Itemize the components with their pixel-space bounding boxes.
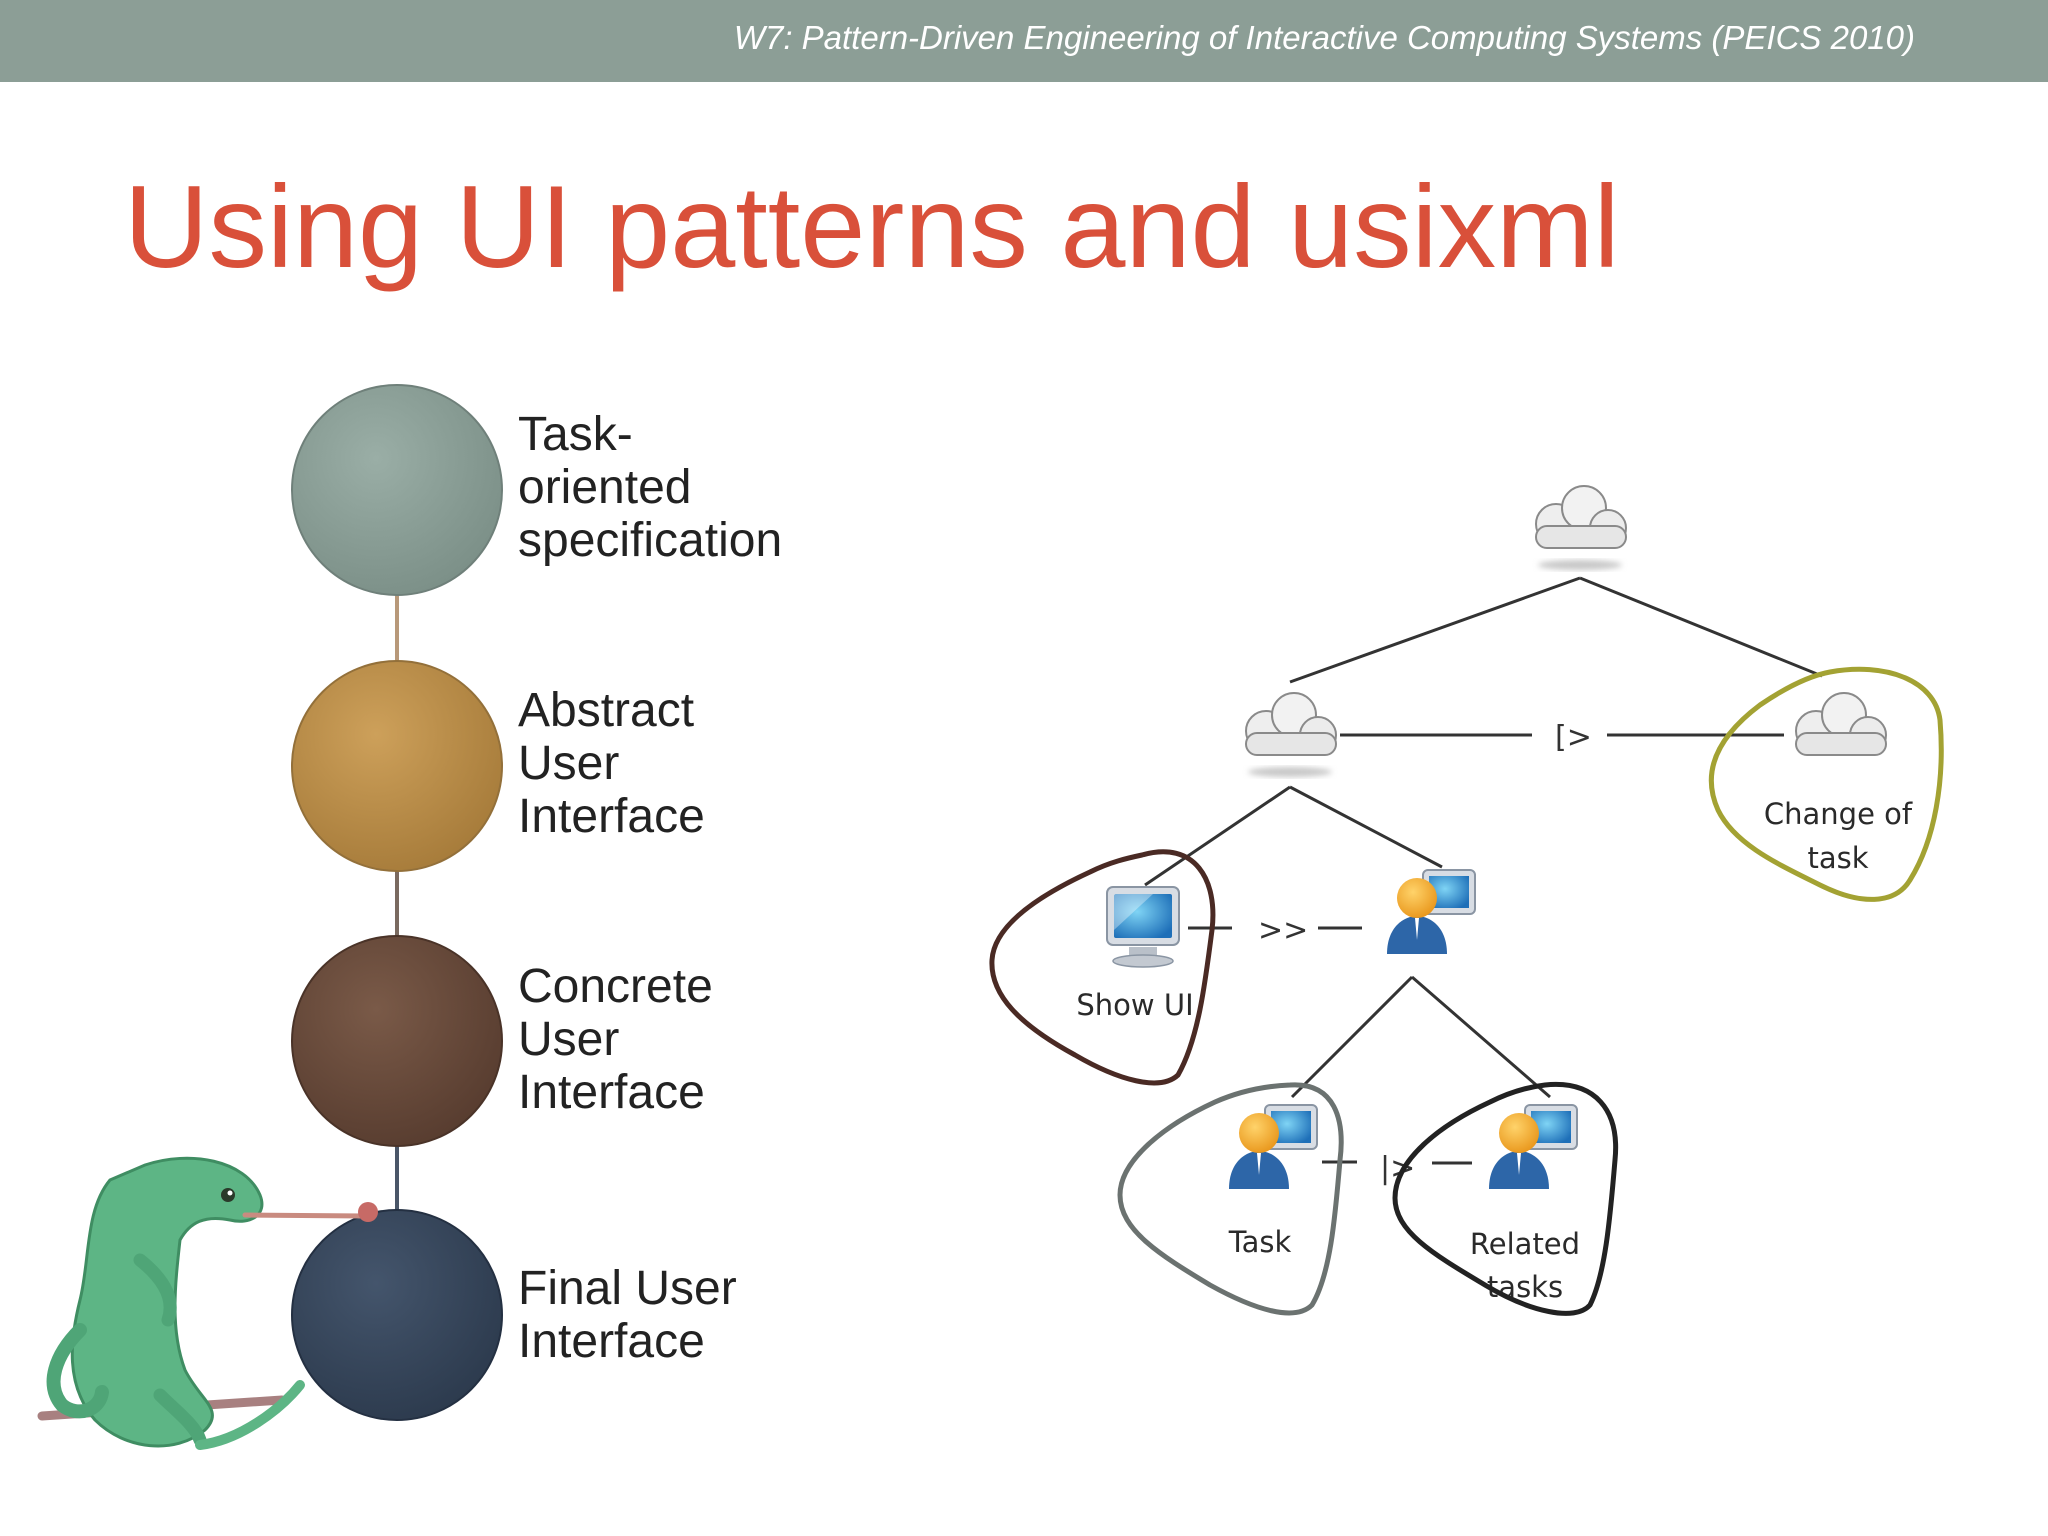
node-label-show-ui: Show UI	[1076, 988, 1193, 1022]
stage-circle-abstract	[291, 660, 503, 872]
stage-circle-task	[291, 384, 503, 596]
header-bar: W7: Pattern-Driven Engineering of Intera…	[0, 0, 2048, 82]
slide-title: Using UI patterns and usixml	[124, 161, 1620, 292]
tree-edge	[1411, 975, 1551, 1099]
stage-label-line: Abstract	[518, 684, 695, 737]
tree-edge	[1289, 785, 1443, 869]
cloud-icon	[1795, 692, 1887, 756]
tree-edge	[1579, 576, 1823, 678]
tree-edge	[1144, 785, 1291, 887]
tree-edge	[1290, 975, 1414, 1099]
user-computer-icon	[1229, 1104, 1318, 1189]
stage-label-line: User	[518, 1013, 620, 1066]
node-label-task: Task	[1228, 1225, 1292, 1259]
node-label-related-tasks-2: tasks	[1487, 1270, 1563, 1304]
computer-monitor-icon	[1106, 886, 1180, 968]
highlight-show-ui	[989, 849, 1216, 1086]
highlight-task	[1117, 1082, 1344, 1316]
cloud-icon	[1245, 692, 1337, 777]
node-label-change-of-task-1: Change of	[1764, 797, 1913, 831]
stage-label-line: Final User	[518, 1262, 737, 1315]
cloud-icon	[1535, 485, 1627, 570]
stage-label-abstract: Abstract User Interface	[518, 684, 705, 843]
operator-disabling: [>	[1555, 720, 1592, 755]
operator-enabling: >>	[1258, 913, 1308, 948]
stage-label-task: Task- oriented specification	[518, 408, 782, 567]
node-label-change-of-task-2: task	[1807, 841, 1868, 875]
stage-label-line: Concrete	[518, 960, 713, 1013]
stage-label-final: Final User Interface	[518, 1262, 737, 1368]
stage-circle-concrete	[291, 935, 503, 1147]
stage-label-line: Interface	[518, 1066, 705, 1119]
highlight-related-tasks	[1392, 1081, 1619, 1316]
stage-label-concrete: Concrete User Interface	[518, 960, 713, 1119]
stage-label-line: oriented	[518, 461, 692, 514]
header-workshop-title: W7: Pattern-Driven Engineering of Intera…	[733, 19, 1915, 56]
stage-circle-final	[291, 1209, 503, 1421]
user-computer-icon	[1489, 1104, 1578, 1189]
highlight-change-of-task	[1708, 666, 1944, 902]
stage-label-line: User	[518, 737, 620, 790]
chameleon-logo	[37, 1156, 378, 1450]
stage-label-line: Task-	[518, 408, 633, 461]
stage-label-line: Interface	[518, 790, 705, 843]
stage-label-line: specification	[518, 514, 783, 567]
tree-edge	[1289, 576, 1581, 684]
user-computer-icon	[1387, 869, 1476, 954]
stage-label-line: Interface	[518, 1315, 705, 1368]
node-label-related-tasks-1: Related	[1470, 1227, 1580, 1261]
